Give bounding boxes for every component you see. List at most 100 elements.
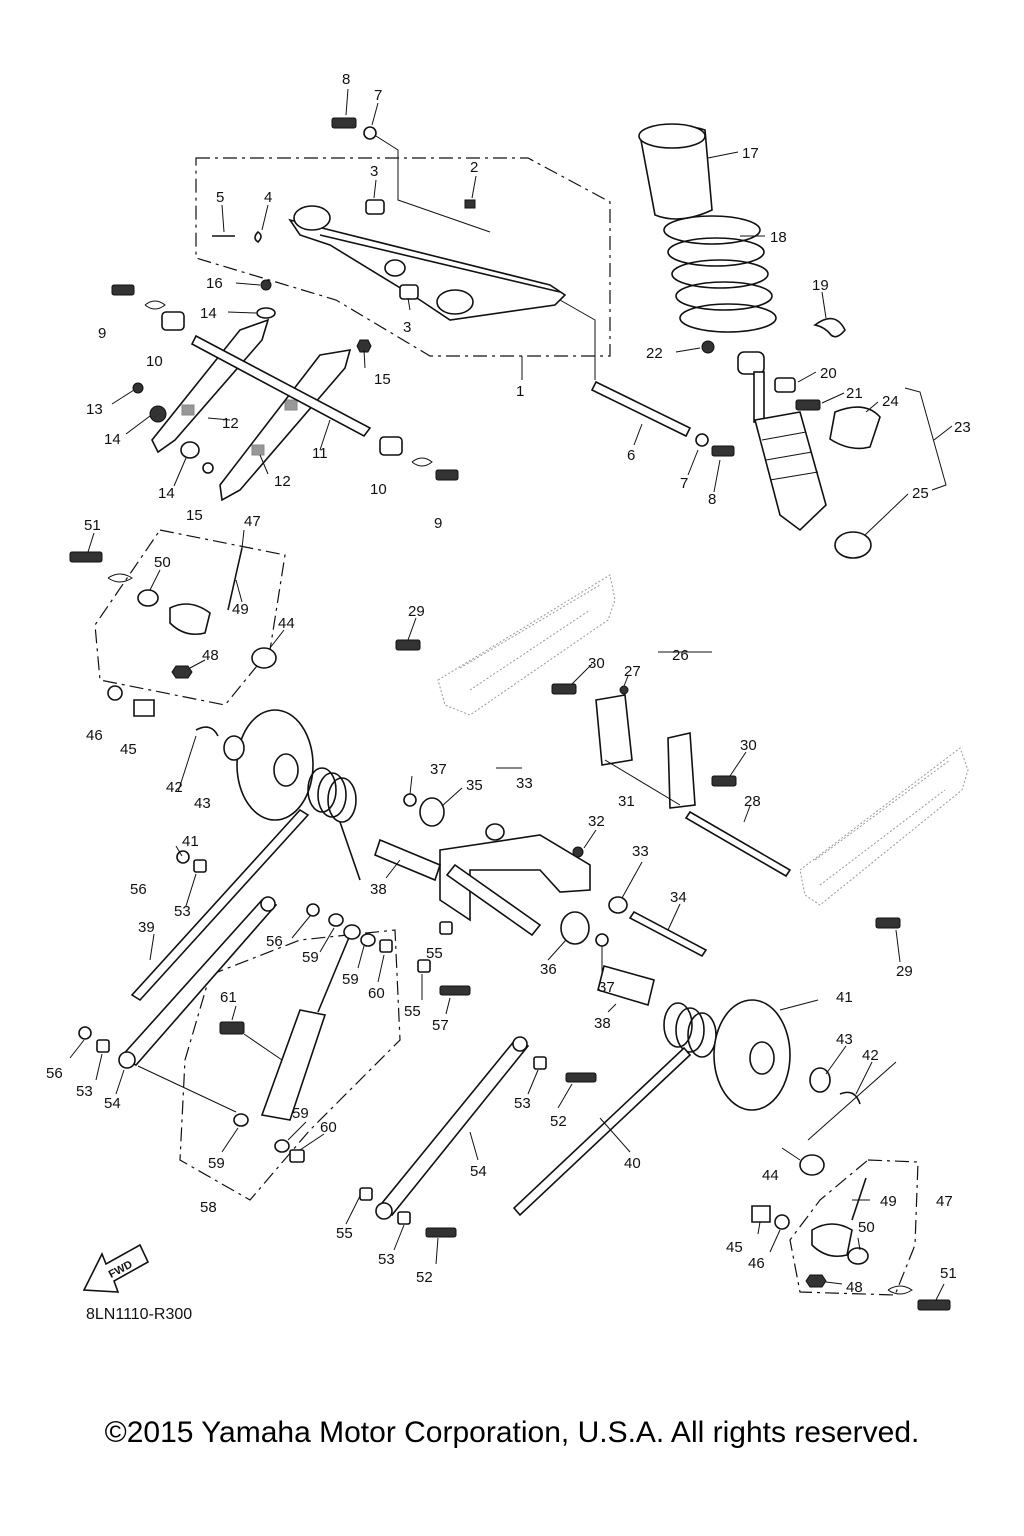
spring-arm-39 <box>130 808 310 1002</box>
callout-38: 38 <box>594 1015 611 1032</box>
callout-12: 12 <box>274 473 291 490</box>
callout-9: 9 <box>98 325 106 342</box>
spacer-20 <box>774 377 796 393</box>
bracket-26-a <box>595 694 633 766</box>
rear-shock <box>638 123 947 559</box>
shaft-38-upper <box>374 838 441 882</box>
track-rails <box>437 574 969 906</box>
cap-51-left <box>107 573 133 583</box>
callout-25: 25 <box>912 485 929 502</box>
callout-56: 56 <box>266 933 283 950</box>
cap-9-lower <box>411 457 433 467</box>
spacer-59-a <box>328 913 344 927</box>
callout-60: 60 <box>368 985 385 1002</box>
wheel-41-left-hub <box>273 753 299 787</box>
link-54-left-eye-bottom <box>118 1051 136 1069</box>
spacer-59-e <box>274 1139 290 1153</box>
callout-38: 38 <box>370 881 387 898</box>
washer-46-right <box>774 1214 790 1230</box>
callout-44: 44 <box>278 615 295 632</box>
spacer-59-b <box>343 924 361 940</box>
callout-53: 53 <box>514 1095 531 1112</box>
callout-36: 36 <box>540 961 557 978</box>
callout-60: 60 <box>320 1119 337 1136</box>
callout-57: 57 <box>432 1017 449 1034</box>
callout-23: 23 <box>954 419 971 436</box>
callout-2: 2 <box>470 159 478 176</box>
link-54-right-eye-bottom <box>375 1202 393 1220</box>
callout-39: 39 <box>138 919 155 936</box>
bushing-35 <box>419 797 445 827</box>
washer-37-lower <box>595 933 609 947</box>
callout-52: 52 <box>416 1269 433 1286</box>
damper-rod <box>317 934 351 1013</box>
outline-group-47-left <box>94 529 286 706</box>
link-54-left-eye-top <box>260 896 276 912</box>
outline-group-58 <box>179 929 401 1201</box>
callout-53: 53 <box>174 903 191 920</box>
shock-body-thread <box>761 431 819 481</box>
collar-53-c <box>533 1056 547 1070</box>
callout-46: 46 <box>748 1255 765 1272</box>
callout-45: 45 <box>120 741 137 758</box>
arm-12-upper <box>151 318 270 454</box>
shaft-34 <box>628 910 708 958</box>
callout-19: 19 <box>812 277 829 294</box>
callout-numbers: 8 7 17 3 2 5 4 18 16 9 14 3 19 10 22 15 … <box>46 71 971 1296</box>
bracket-26-b <box>667 732 696 809</box>
cap-9-upper <box>144 300 166 310</box>
washer-37-upper <box>403 793 417 807</box>
callout-14: 14 <box>200 305 217 322</box>
spacer-50-right <box>847 1247 869 1265</box>
callout-7: 7 <box>680 475 688 492</box>
collar-38-lower <box>597 965 655 1007</box>
callout-7: 7 <box>374 87 382 104</box>
washer-14-mid <box>149 405 167 423</box>
collar-55-c <box>359 1187 373 1201</box>
nut-56-b <box>306 903 320 917</box>
callout-20: 20 <box>820 365 837 382</box>
part-2-grease-nipple <box>464 199 476 209</box>
bracket-23 <box>904 387 947 491</box>
callout-43: 43 <box>836 1031 853 1048</box>
holder-right <box>811 1223 853 1258</box>
bolt-8-upper <box>331 117 357 129</box>
shaft-6 <box>590 380 692 438</box>
fwd-arrow-icon <box>82 1243 150 1293</box>
rail-left-phantom <box>437 574 616 716</box>
callout-61: 61 <box>220 989 237 1006</box>
collar-10-lower <box>379 436 403 456</box>
circlip-42-left <box>195 726 219 737</box>
bolt-57 <box>439 985 471 996</box>
fwd-arrow: FWD <box>82 1243 150 1293</box>
callout-37: 37 <box>430 761 447 778</box>
callout-59: 59 <box>208 1155 225 1172</box>
bolt-52-lower <box>425 1227 457 1238</box>
callout-21: 21 <box>846 385 863 402</box>
spacer-50-left <box>137 589 159 607</box>
outline-group-47-right <box>789 1159 919 1296</box>
nut-48-left <box>171 665 193 679</box>
callout-34: 34 <box>670 889 687 906</box>
part-4-clip <box>254 230 262 244</box>
callout-58: 58 <box>200 1199 217 1216</box>
callout-42: 42 <box>166 779 183 796</box>
collar-45-right <box>751 1205 771 1223</box>
torsion-spring-left <box>307 767 361 881</box>
washer-7-upper <box>363 126 377 140</box>
collar-55-a <box>439 921 453 935</box>
nut-15-lower <box>202 462 214 474</box>
bolt-16 <box>260 279 272 291</box>
callout-8: 8 <box>342 71 350 88</box>
callout-49: 49 <box>880 1193 897 1210</box>
callout-41: 41 <box>836 989 853 1006</box>
bolt-52-upper <box>565 1072 597 1083</box>
callout-24: 24 <box>882 393 899 410</box>
washer-7-lower <box>695 433 709 447</box>
bearing-43-left <box>223 735 245 761</box>
bushing-44-right <box>799 1154 825 1176</box>
washer-46-left <box>107 685 123 701</box>
front-arm-assembly <box>212 199 567 353</box>
callout-55: 55 <box>404 1003 421 1020</box>
callout-26: 26 <box>672 647 689 664</box>
